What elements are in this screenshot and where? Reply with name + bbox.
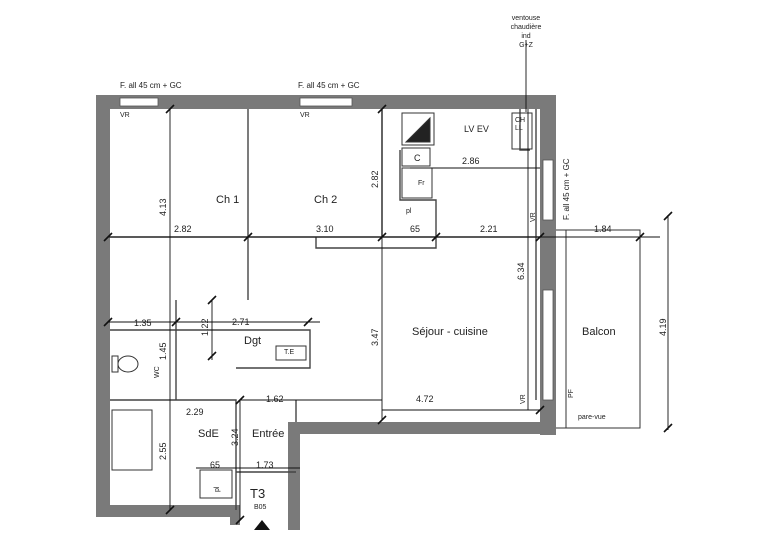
dim-1-45: 1.45	[158, 342, 168, 360]
annotation-fenetre-1: F. all 45 cm + GC	[120, 81, 182, 90]
room-ch2: Ch 2	[314, 194, 338, 206]
dim-3-24: 3.24	[230, 428, 240, 446]
fixture-vr-bottom: VR	[520, 394, 527, 404]
washbasin	[199, 469, 233, 499]
dim-1-62: 1.62	[266, 394, 284, 404]
fixture-pare-vue: pare-vue	[578, 414, 606, 421]
sink-lv	[401, 112, 435, 146]
dim-65-a: 65	[410, 224, 421, 234]
dimension-ticks	[103, 104, 673, 525]
dim-1-84: 1.84	[594, 224, 612, 234]
annotation-fenetre-3: F. all 45 cm + GC	[562, 158, 571, 220]
kitchen-fixtures	[401, 112, 533, 199]
window-ch2	[299, 97, 353, 107]
ventouse-line-2: chaudière	[510, 24, 542, 31]
boiler-ch	[511, 112, 533, 150]
annotation-fenetre-2: F. all 45 cm + GC	[298, 81, 360, 90]
dim-65-b: 65	[210, 460, 221, 470]
room-dgt: Dgt	[244, 335, 262, 347]
fixture-c: C	[414, 153, 421, 163]
fridge-fr	[401, 167, 433, 199]
fixture-pf: PF	[568, 389, 575, 398]
fixture-vr-top1: VR	[120, 112, 130, 119]
room-sde: SdE	[198, 428, 219, 440]
cooktop-c	[401, 147, 431, 167]
interior-walls	[110, 109, 540, 510]
window-openings	[119, 97, 554, 401]
wall-left	[96, 95, 110, 515]
dim-1-22: 1.22	[200, 318, 210, 336]
room-balcon: Balcon	[582, 326, 616, 338]
exterior-walls	[96, 95, 556, 530]
fixture-lv-ev: LV EV	[464, 124, 489, 134]
ventouse-line-3: ind	[521, 33, 531, 40]
unit-code: B05	[254, 504, 267, 511]
ventouse-line-4: G+Z	[519, 42, 533, 49]
window-balcon	[542, 289, 554, 401]
fixture-pl-entree: pl	[214, 486, 221, 492]
dim-2-29: 2.29	[186, 407, 204, 417]
wall-bottom-right	[296, 422, 556, 434]
dim-2-71: 2.71	[232, 317, 250, 327]
toilet-icon	[117, 355, 139, 373]
dim-2-21: 2.21	[480, 224, 498, 234]
dim-2-82-v: 2.82	[370, 170, 380, 188]
dim-4-13: 4.13	[158, 198, 168, 216]
bath-fixtures	[111, 345, 307, 499]
toilet-tank	[111, 355, 119, 373]
wall-notch	[288, 422, 300, 530]
fixture-fr: Fr	[418, 180, 425, 187]
dim-6-34: 6.34	[516, 262, 526, 280]
ventouse-line-1: ventouse	[511, 15, 541, 22]
dim-1-35: 1.35	[134, 318, 152, 328]
room-sejour: Séjour - cuisine	[412, 326, 488, 338]
balcony-outline	[556, 229, 641, 429]
entry-triangle-icon	[254, 520, 270, 530]
dim-4-72: 4.72	[416, 394, 434, 404]
fixture-te: T.E	[284, 349, 295, 356]
fixture-vr-side: VR	[530, 212, 537, 222]
room-ch1: Ch 1	[216, 194, 240, 206]
dim-2-82-h: 2.82	[174, 224, 192, 234]
dim-4-19: 4.19	[658, 318, 668, 336]
dim-2-86: 2.86	[462, 156, 480, 166]
sink-basin-icon	[404, 116, 431, 143]
window-sejour	[542, 159, 554, 221]
dim-3-10: 3.10	[316, 224, 334, 234]
wall-bottom-left	[96, 505, 236, 517]
shower-tray	[111, 409, 153, 471]
dim-1-73: 1.73	[256, 460, 274, 470]
room-wc: WC	[154, 366, 161, 378]
window-ch1	[119, 97, 159, 107]
wall-entry-jamb	[230, 505, 240, 525]
room-entree: Entrée	[252, 428, 285, 440]
dimension-lines	[108, 40, 669, 520]
annotation-ventouse: ventouse chaudière ind G+Z	[500, 14, 552, 50]
fixture-pl-cuisine: pl	[406, 208, 412, 215]
fixture-ch-ll: CH LL	[515, 117, 526, 132]
tableau-electrique	[275, 345, 307, 361]
dim-3-47: 3.47	[370, 328, 380, 346]
dim-2-55: 2.55	[158, 442, 168, 460]
fixture-vr-top2: VR	[300, 112, 310, 119]
unit-type: T3	[250, 486, 266, 501]
